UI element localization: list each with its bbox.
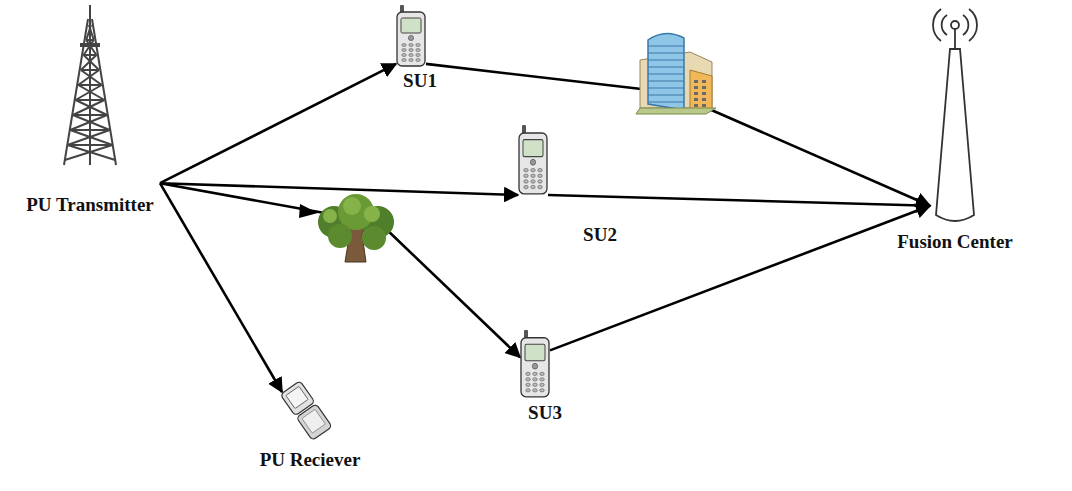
signal-arrow <box>160 183 282 392</box>
phone-icon <box>518 125 548 195</box>
tree-illustration <box>318 194 394 262</box>
network-node: SU2 <box>518 125 548 195</box>
network-node: PU Reciever <box>282 380 332 440</box>
phone-icon <box>520 330 550 398</box>
phone-icon <box>396 5 426 67</box>
signal-arrow <box>160 183 520 357</box>
signal-arrow <box>548 195 930 206</box>
node-label: PU Reciever <box>260 450 361 471</box>
signal-arrow <box>160 64 396 183</box>
node-label: PU Transmitter <box>26 195 154 216</box>
node-label: SU1 <box>403 71 437 92</box>
node-label: Fusion Center <box>897 232 1013 253</box>
node-label: SU2 <box>583 225 617 246</box>
antenna-icon <box>930 5 980 228</box>
tower-icon <box>60 5 160 185</box>
network-node: SU3 <box>520 330 550 398</box>
signal-arrow <box>550 206 930 351</box>
network-node: Fusion Center <box>930 5 980 228</box>
arrow-head <box>299 204 318 218</box>
building-illustration <box>636 33 716 114</box>
node-label: SU3 <box>528 403 562 424</box>
flip-phone-icon <box>282 380 332 440</box>
network-node: PU Transmitter <box>60 5 160 185</box>
network-node: SU1 <box>396 5 426 67</box>
